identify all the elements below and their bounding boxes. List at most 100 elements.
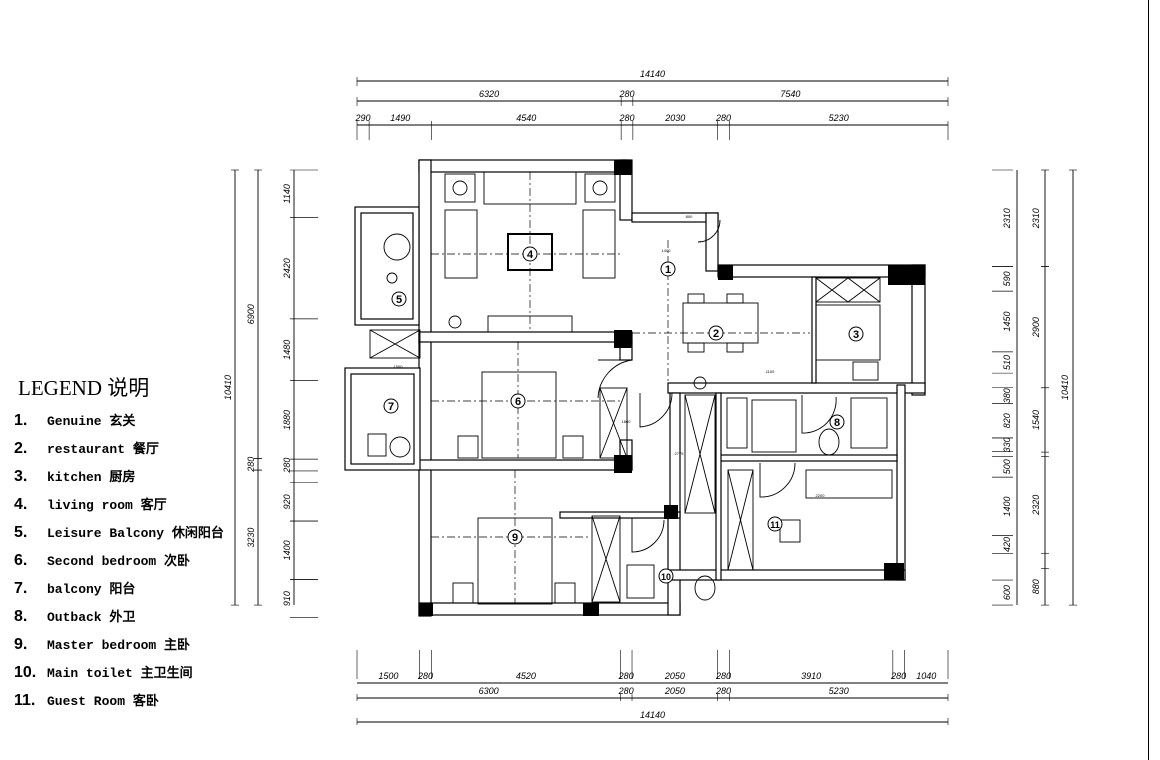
dimension-label: 380 [1002,388,1012,403]
dimension-label: 2030 [664,113,685,123]
dimension-label: 6900 [246,304,256,324]
legend-label: restaurant 餐厅 [47,442,159,457]
room-number-circle [848,326,864,342]
wall [418,159,432,617]
dimension-label: 1040 [916,671,936,681]
room-number-label: 11 [770,520,780,530]
legend-number: 3. [14,468,28,485]
desk-shelf [805,469,893,499]
legend-item: 2.restaurant 餐厅 [14,438,224,466]
room-number-label: 9 [512,532,518,544]
washing-machine [389,436,411,458]
wall [418,331,633,343]
room-number-circle [829,414,845,430]
room-number-2: 2 [708,325,724,341]
room-number-circle [383,398,399,414]
dimension-label: 2900 [1031,317,1041,338]
interior-dimension-label: 1100 [766,369,775,374]
armchair-lamp [584,173,616,203]
armchair [582,209,616,279]
wall [418,159,629,173]
stove [852,361,879,381]
dimension-label: 330 [1002,437,1012,452]
wardrobe [599,387,628,459]
bathtub [751,399,797,453]
kitchen-counter [815,304,881,361]
dimension-label: 1880 [282,410,292,430]
room-number-label: 2 [713,328,719,340]
dimension-label: 910 [282,591,292,606]
wardrobe [684,394,716,514]
dimension-label: 6320 [479,89,499,99]
dimension-label: 2310 [1002,208,1012,229]
legend-label: Leisure Balcony 休闲阳台 [47,526,224,541]
dimension-label: 5230 [829,686,849,696]
bed [481,371,557,459]
walls [344,159,926,617]
room-number-circle [660,261,676,277]
room-number-circle [708,325,724,341]
dimension-label: 510 [1002,355,1012,370]
dimension-label: 280 [715,671,731,681]
room-number-label: 10 [661,572,671,582]
legend-number: 1. [14,412,28,429]
room-number-circle [510,393,526,409]
room-number-8: 8 [829,414,845,430]
legend-number: 9. [14,636,28,653]
legend-number: 8. [14,608,28,625]
legend-label: Main toilet 主卫生间 [47,666,193,681]
doors [597,219,837,553]
legend-item: 1. Genuine 玄关 [14,410,224,438]
balcony-inner [350,373,415,465]
dimension-label: 1480 [282,340,292,360]
dimension-label: 1500 [378,671,398,681]
wall [667,382,926,394]
room-number-label: 4 [527,249,534,261]
room-number-5: 5 [391,291,407,307]
legend-label: Outback 外卫 [47,610,136,625]
legend-label: Second bedroom 次卧 [47,554,191,569]
wardrobe [591,515,621,603]
wall [811,276,817,384]
legend-label: balcony 阳台 [47,582,136,597]
legend-item: 3.kitchen 厨房 [14,466,224,494]
room-number-9: 9 [507,529,523,545]
dimension-label: 1450 [1002,311,1012,331]
sink [726,397,748,449]
dimension-label: 1540 [1031,410,1041,430]
dimension-label: 14140 [640,69,665,79]
room-number-label: 3 [853,329,859,341]
legend-number: 11. [14,692,36,709]
room-number-circle [507,529,523,545]
dimension-label: 280 [618,671,634,681]
legend-number: 4. [14,496,28,513]
wall [667,569,906,581]
dimension-label: 1140 [282,184,292,203]
legend-item: 10.Main toilet 主卫生间 [14,662,224,690]
dimension-label: 280 [618,686,634,696]
dimension-label: 2310 [1031,208,1041,229]
legend-number: 7. [14,580,28,597]
legend-label: Genuine 玄关 [47,414,136,429]
drawing-frame-border [1148,0,1149,760]
toilet [818,428,840,456]
room-number-circle [391,291,407,307]
dimension-label: 3910 [801,671,821,681]
room-number-circle [522,246,538,262]
dimension-label: 290 [355,113,371,123]
shower [850,397,888,449]
legend-title: LEGEND 说明 [18,376,150,400]
legend-number: 6. [14,552,28,569]
room-number-4: 4 [522,246,538,262]
dimension-label: 280 [618,113,634,123]
dimension-label: 920 [282,494,292,509]
armchair [444,209,478,279]
dimension-label: 1400 [282,540,292,560]
interior-dimension-label: 1400 [662,248,672,253]
dimension-label: 4540 [516,113,536,123]
dimension-label: 500 [1002,459,1012,474]
room-number-circle [767,516,783,532]
wall [631,212,719,223]
dimension-label: 280 [715,113,731,123]
